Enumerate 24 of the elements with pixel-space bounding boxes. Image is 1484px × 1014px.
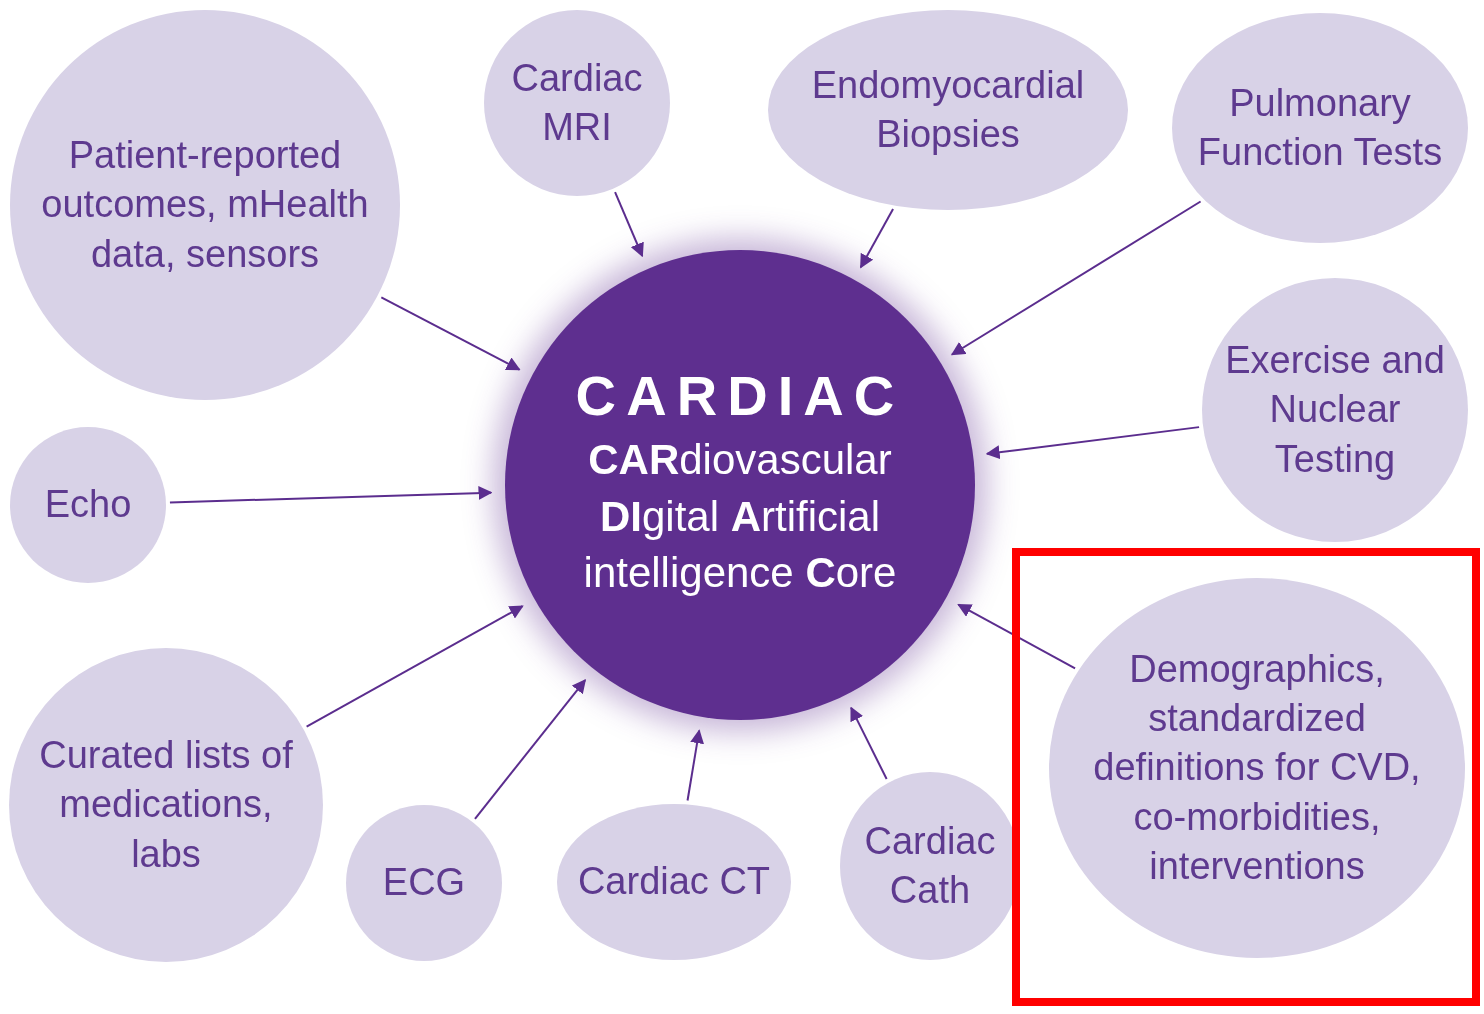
arrow xyxy=(305,605,524,728)
source-label: Cardiac MRI xyxy=(510,55,644,150)
arrow xyxy=(168,486,493,504)
arrow xyxy=(614,191,644,258)
core-title: CARDIAC xyxy=(575,367,905,424)
source-label: Curated lists of medications, labs xyxy=(38,732,294,877)
source-label: Cardiac CT xyxy=(576,859,772,905)
source-label: ECG xyxy=(381,860,467,906)
arrow xyxy=(474,678,587,820)
arrow xyxy=(686,729,704,802)
source-label: Cardiac Cath xyxy=(863,818,997,913)
source-label: Echo xyxy=(43,482,133,528)
arrow xyxy=(950,200,1202,356)
source-label: Exercise and Nuclear Testing xyxy=(1224,337,1446,482)
source-label: Pulmonary Function Tests xyxy=(1196,80,1444,175)
arrow xyxy=(380,296,521,371)
source-label: Endomyocardial Biopsies xyxy=(810,62,1086,157)
arrow xyxy=(850,706,888,781)
core-description: CARdiovascular DIgital Artificial intelligence Core xyxy=(582,434,898,599)
arrow xyxy=(859,208,895,269)
source-label: Patient-reported outcomes, mHealth data, sensors xyxy=(40,132,370,277)
source-label: Demographics, standardized definitions for CVD, co-morbidities, interventions xyxy=(1092,646,1422,890)
arrow xyxy=(957,603,1077,670)
arrow xyxy=(985,426,1201,460)
